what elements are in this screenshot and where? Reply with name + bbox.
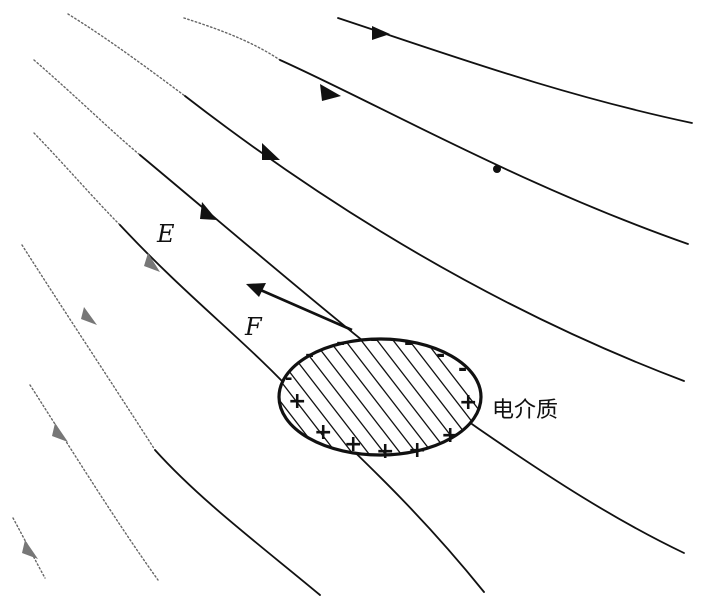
positive-charge: + (376, 439, 394, 464)
field-line-5 (33, 132, 121, 226)
field-arrows (22, 26, 501, 559)
dielectric-body (277, 337, 483, 457)
field-line-3 (67, 13, 186, 97)
force-label: F (244, 313, 263, 341)
field-line-2b (279, 59, 689, 245)
force-line (255, 286, 353, 332)
field-lines (12, 13, 693, 596)
field-line-3b (184, 95, 685, 382)
arrow-icon (81, 307, 97, 325)
positive-charge: + (459, 390, 477, 415)
field-label: E (156, 220, 175, 248)
force-arrowhead-icon (246, 283, 266, 297)
negative-charge: - (336, 331, 345, 356)
field-line-1 (337, 17, 693, 124)
force-vector (246, 283, 353, 332)
field-line-6b (154, 449, 321, 596)
arrow-icon (144, 253, 160, 272)
positive-charge: + (408, 438, 426, 463)
positive-charge: + (344, 432, 362, 457)
negative-charge: - (458, 357, 467, 382)
arrow-icon (320, 84, 341, 101)
field-dot (493, 165, 501, 173)
positive-charge: + (288, 389, 306, 414)
dielectric-outline (277, 337, 483, 457)
field-line-7 (29, 384, 159, 581)
arrow-icon (200, 202, 217, 220)
negative-charge: - (370, 327, 379, 352)
positive-charge: + (441, 423, 459, 448)
field-line-4 (33, 59, 141, 156)
field-line-2 (183, 17, 281, 61)
arrow-icon (22, 540, 38, 559)
field-line-6 (21, 244, 156, 451)
arrow-icon (52, 423, 68, 442)
arrow-icon (372, 26, 390, 40)
negative-charge: - (305, 343, 314, 368)
arrow-icon (262, 143, 280, 160)
negative-charge: - (285, 368, 292, 389)
negative-charge: - (436, 343, 445, 368)
dielectric-label: 电介质 (492, 398, 558, 423)
surface-charges: - - - - - - - + + + + + + + (285, 327, 477, 464)
negative-charge: - (404, 331, 413, 356)
positive-charge: + (314, 420, 332, 445)
